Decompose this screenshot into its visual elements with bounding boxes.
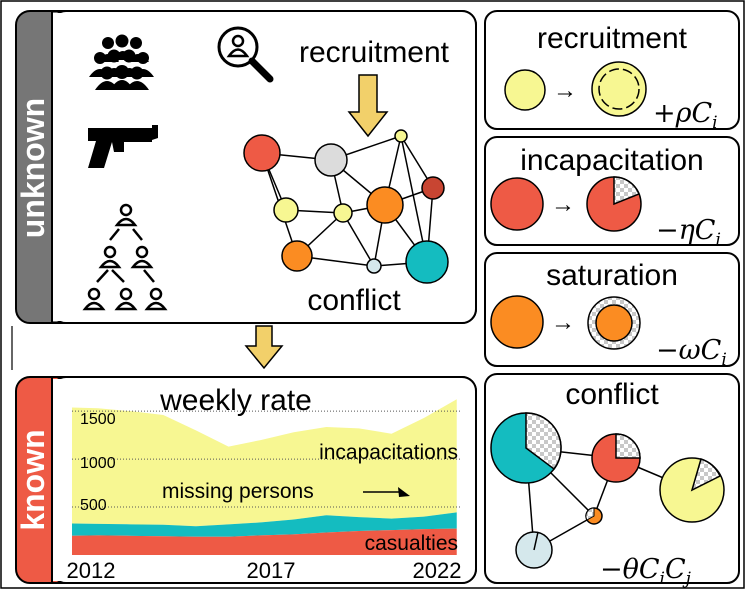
known-side-label: known	[15, 429, 51, 530]
incapacitation-before-node	[490, 177, 544, 231]
y-tick-500: 500	[80, 497, 107, 514]
x-tick-2022: 2022	[413, 558, 462, 583]
crowd-icon	[89, 34, 154, 90]
missing-persons-pointer-head	[398, 487, 410, 497]
recruitment-before-node	[504, 69, 546, 111]
mechanism-conflict-title: conflict	[565, 378, 659, 411]
network-node-yellow-mid	[333, 203, 353, 223]
mechanism-conflict: conflict −θCiCj	[484, 373, 740, 589]
unknown-panel: unknown	[15, 10, 477, 324]
x-tick-2012: 2012	[67, 558, 116, 583]
conflict-label: conflict	[307, 284, 401, 317]
conflict-node-yellow-loss	[690, 458, 721, 492]
incapacitation-formula: −ηCi	[656, 215, 721, 250]
saturation-arrow: →	[551, 309, 575, 336]
conflict-node-teal-loss	[525, 412, 562, 471]
conflict-node-light-blue-loss	[533, 531, 539, 551]
mechanism-recruitment-title: recruitment	[537, 22, 688, 55]
incapacitation-arrow: →	[551, 191, 575, 218]
conflict-network	[243, 129, 449, 284]
recruitment-arrow: →	[553, 77, 577, 104]
network-node-yellow	[273, 197, 299, 223]
conflict-node-red-loss	[615, 433, 641, 459]
mechanism-saturation-title: saturation	[546, 259, 678, 292]
label-incapacitations: incapacitations	[319, 441, 458, 464]
conflict-node-small-orange-loss	[585, 507, 595, 521]
recruitment-formula: +ρCi	[653, 98, 718, 133]
network-node-orange-low	[281, 240, 313, 272]
handgun-icon	[88, 125, 158, 168]
mechanism-saturation: saturation → −ωCi	[484, 252, 740, 370]
network-node-red	[243, 134, 281, 172]
network-node-small-yellow	[394, 129, 408, 143]
network-node-dark-red	[421, 176, 445, 200]
network-node-teal	[405, 240, 449, 284]
unknown-side-label: unknown	[15, 98, 51, 238]
mechanism-incapacitation: incapacitation → −ηCi	[484, 136, 740, 250]
saturation-after-node	[595, 304, 633, 342]
area-missing-persons	[72, 512, 457, 537]
label-casualties: casualties	[365, 532, 458, 555]
conflict-formula: −θCiCj	[600, 554, 692, 589]
y-tick-1500: 1500	[80, 411, 116, 428]
recruitment-down-arrow	[347, 74, 389, 138]
mechanism-incapacitation-title: incapacitation	[520, 144, 703, 177]
network-node-light-blue	[366, 258, 382, 274]
hierarchy-icon	[82, 203, 168, 311]
area-casualties	[72, 528, 457, 555]
recruitment-after-node	[591, 61, 647, 117]
saturation-formula: −ωCi	[656, 335, 727, 370]
magnifier-person-icon	[217, 26, 274, 83]
mechanism-recruitment: recruitment → +ρCi	[484, 10, 740, 133]
chart-title: weekly rate	[159, 384, 312, 417]
unknown-panel-box-edge	[52, 13, 66, 321]
area-incapacitations	[72, 399, 457, 527]
known-panel: known weekly rate 1500 1000 500 incapaci…	[15, 376, 477, 584]
unknown-to-known-arrow	[244, 325, 284, 370]
y-tick-1000: 1000	[80, 455, 116, 472]
network-node-gray	[314, 143, 348, 177]
label-missing-persons: missing persons	[162, 480, 314, 503]
x-tick-2017: 2017	[247, 558, 296, 583]
network-node-orange	[366, 186, 404, 224]
saturation-before-node	[490, 295, 544, 349]
recruitment-label: recruitment	[299, 36, 450, 69]
chart	[72, 399, 457, 555]
recruitment-after-dashed	[598, 68, 640, 110]
known-panel-box-edge	[52, 379, 66, 581]
incapacitation-removed-slice	[613, 176, 640, 206]
